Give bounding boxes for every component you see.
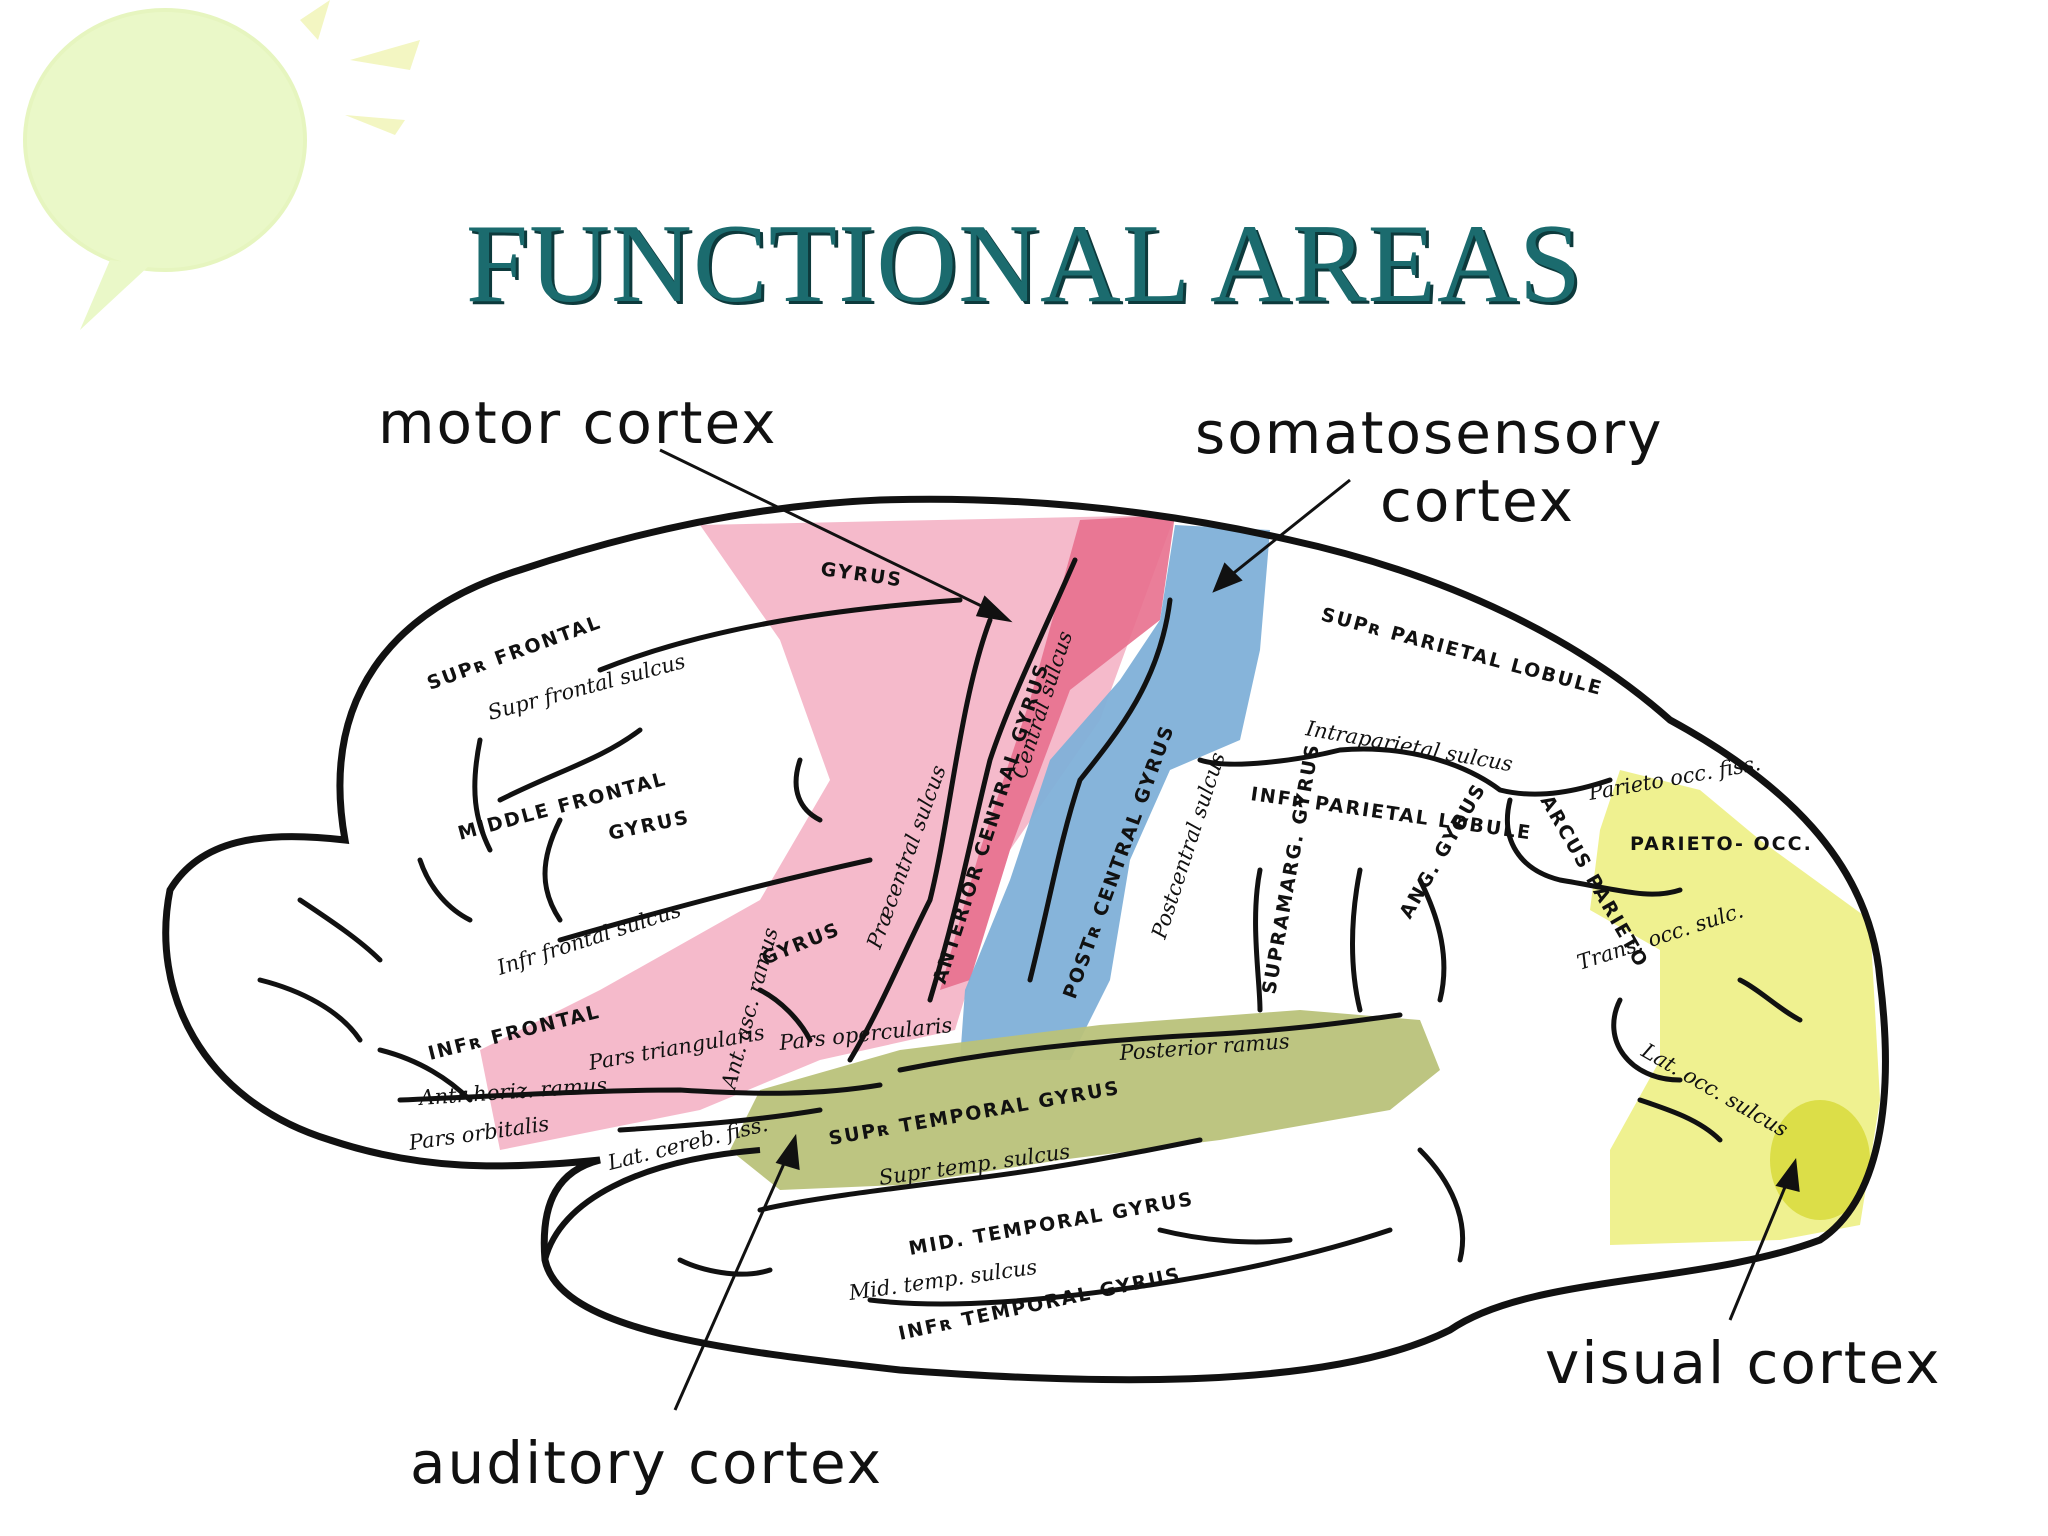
callout-arrows [659,448,1800,1411]
brain-outline [162,495,1889,1384]
label-mid-temporal-gyrus: MID. TEMPORAL GYRUS [907,1188,1196,1260]
callout-auditory-cortex: auditory cortex [410,1429,884,1497]
arrow-motor [659,448,1001,617]
label-mid-temp-sulcus: Mid. temp. sulcus [846,1255,1038,1305]
callout-somatosensory-line2: cortex [1380,467,1575,535]
label-ang-gyrus: ANG. GYRUS [1395,779,1490,922]
arrow-auditory [673,1149,792,1411]
label-supramarg-gyrus: SUPRAMARG. GYRUS [1258,741,1324,996]
motor-area-pink [480,515,1175,1150]
sulci [257,557,1803,1307]
auditory-area [730,1010,1440,1190]
sun-icon [23,0,420,330]
arrow-visual-head [1775,1158,1800,1192]
label-pars-orbitalis: Pars orbitalis [406,1112,550,1156]
callout-somatosensory-line1: somatosensory [1195,399,1664,467]
arrow-visual [1728,1174,1792,1321]
somatosensory-area [960,525,1270,1060]
slide-title: FUNCTIONAL AREAS [465,202,1583,326]
arrow-somato [1224,478,1351,582]
label-gyrus-middle: GYRUS [606,806,691,845]
temporal-contour [542,1147,761,1261]
label-parieto-occ: PARIETO- OCC. [1630,833,1813,855]
arrow-somato-head [1212,562,1243,593]
arrow-auditory-head [775,1133,800,1171]
arrow-motor-head [975,595,1013,623]
label-sup-parietal-lobule: SUPʀ PARIETAL LOBULE [1319,604,1606,701]
label-intraparietal-sulcus: Intraparietal sulcus [1303,716,1515,776]
motor-area-red [940,515,1175,990]
callout-motor-cortex: motor cortex [378,389,778,457]
callout-visual-cortex: visual cortex [1545,1329,1942,1397]
